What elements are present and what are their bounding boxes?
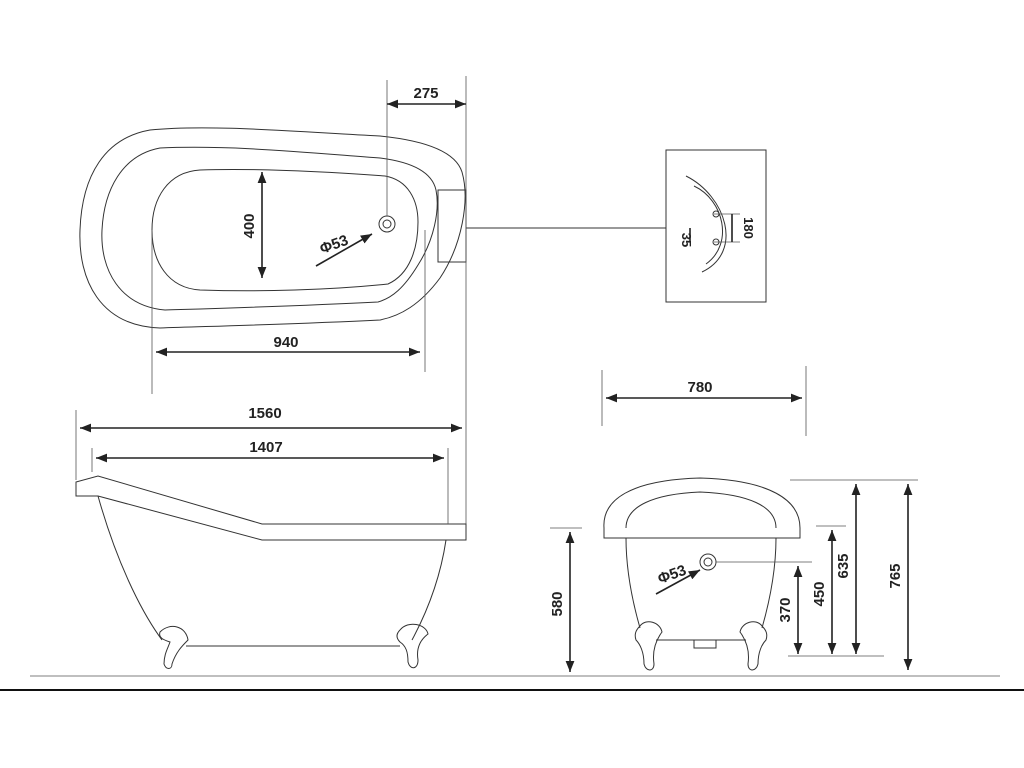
side-view: 1560 1407 xyxy=(75,405,467,669)
tub-basin xyxy=(151,168,419,292)
end-foot-right xyxy=(739,621,768,671)
dim-1560: 1560 xyxy=(248,405,281,422)
dim-1407: 1407 xyxy=(249,439,282,456)
dim-780: 780 xyxy=(687,379,712,396)
dim-580: 580 xyxy=(549,591,566,616)
dim-35: 35 xyxy=(679,233,694,247)
end-rim xyxy=(603,477,801,539)
side-foot-left xyxy=(159,625,189,669)
tap-hole-detail: 180 35 xyxy=(665,149,767,303)
dim-400: 400 xyxy=(241,213,258,238)
dim-275: 275 xyxy=(413,85,438,102)
end-overflow-outer xyxy=(699,553,717,571)
dim-drain-top: Φ53 xyxy=(318,232,351,258)
top-drain-inner xyxy=(382,219,392,229)
tub-outer-rim xyxy=(79,127,466,329)
side-foot-right xyxy=(396,623,429,669)
side-body xyxy=(97,495,447,641)
side-rim xyxy=(75,475,467,541)
dim-180: 180 xyxy=(741,217,756,239)
dim-940: 940 xyxy=(273,334,298,351)
dim-635: 635 xyxy=(835,553,852,578)
tub-inner-rim xyxy=(101,146,438,311)
top-drain-outer xyxy=(378,215,396,233)
end-overflow-inner xyxy=(703,557,713,567)
end-body xyxy=(625,537,777,629)
dim-370: 370 xyxy=(777,597,794,622)
detail-frame xyxy=(665,149,767,303)
dim-drain-end: Φ53 xyxy=(656,562,689,588)
dim-450: 450 xyxy=(811,581,828,606)
end-view: Φ53 780 580 370 450 635 765 xyxy=(549,366,918,672)
top-view: 275 400 Φ53 940 xyxy=(79,76,666,540)
end-foot-left xyxy=(634,621,663,671)
dim-765: 765 xyxy=(887,563,904,588)
